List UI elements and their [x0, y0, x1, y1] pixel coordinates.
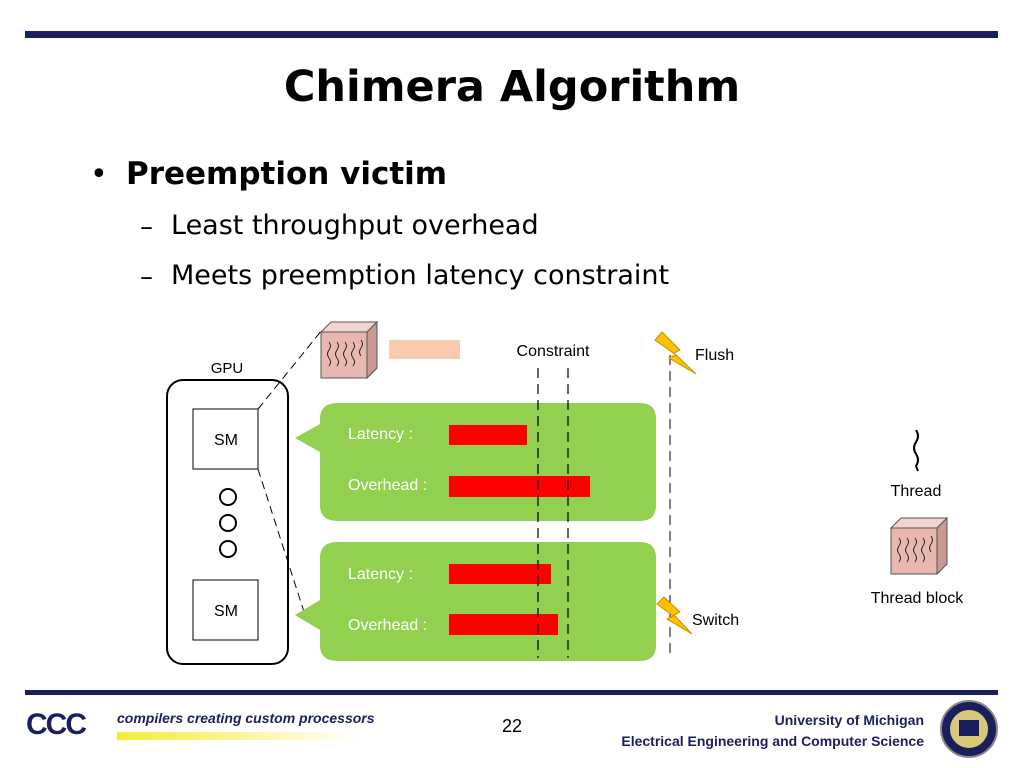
university-seal — [940, 700, 998, 758]
overhead-label: Overhead : — [348, 477, 427, 494]
zoom-line — [257, 329, 323, 410]
gpu-label: GPU — [211, 360, 244, 377]
sm-box-bottom — [192, 579, 259, 641]
zoom-line — [257, 468, 307, 619]
top-rule — [25, 31, 998, 38]
slide-title: Chimera Algorithm — [283, 62, 741, 112]
overhead-bar-bottom — [449, 614, 558, 635]
latency-label: Latency : — [348, 566, 413, 583]
university-name: University of Michigan — [774, 712, 924, 728]
thread-block-legend-icon — [890, 517, 948, 575]
ellipsis-circle — [219, 488, 237, 506]
university-name-block: University of Michigan Electrical Engine… — [621, 710, 924, 752]
page-number: 22 — [501, 716, 523, 736]
sm-box-top — [192, 408, 259, 470]
legend-bar — [389, 340, 460, 359]
overhead-label: Overhead : — [348, 617, 427, 634]
sm-label-bottom: SM — [214, 603, 238, 620]
bullet-preemption-victim: Preemption victim — [126, 156, 448, 192]
speech-bubble-bottom — [295, 542, 656, 661]
ccc-logo: CCC — [26, 708, 87, 741]
department-name: Electrical Engineering and Computer Scie… — [621, 733, 924, 749]
bottom-rule — [25, 690, 998, 695]
ellipsis-circle — [219, 514, 237, 532]
switch-label: Switch — [692, 612, 739, 629]
thread-block-legend-label: Thread block — [871, 590, 964, 607]
speech-bubble-top — [295, 403, 656, 521]
latency-bar-top — [449, 425, 527, 445]
sm-label-top: SM — [214, 432, 238, 449]
thread-icon — [913, 429, 919, 472]
switch-bolt-icon — [656, 596, 693, 635]
sub-bullet-throughput: Least throughput overhead — [171, 210, 539, 241]
sub-bullet-latency: Meets preemption latency constraint — [171, 260, 670, 291]
ellipsis-circle — [219, 540, 237, 558]
ccc-tagline-bar — [117, 732, 357, 740]
bullet-dot: • — [90, 157, 108, 192]
thread-legend-label: Thread — [891, 483, 942, 500]
sub-bullet-dash: – — [140, 262, 153, 292]
overhead-bar-top — [449, 476, 590, 497]
flush-label: Flush — [695, 347, 734, 364]
latency-bar-bottom — [449, 564, 551, 584]
sub-bullet-dash: – — [140, 212, 153, 242]
latency-label: Latency : — [348, 426, 413, 443]
ccc-tagline: compilers creating custom processors — [117, 710, 375, 726]
flush-bolt-icon — [654, 331, 697, 375]
thread-block-icon — [320, 321, 378, 379]
constraint-label: Constraint — [517, 343, 590, 360]
